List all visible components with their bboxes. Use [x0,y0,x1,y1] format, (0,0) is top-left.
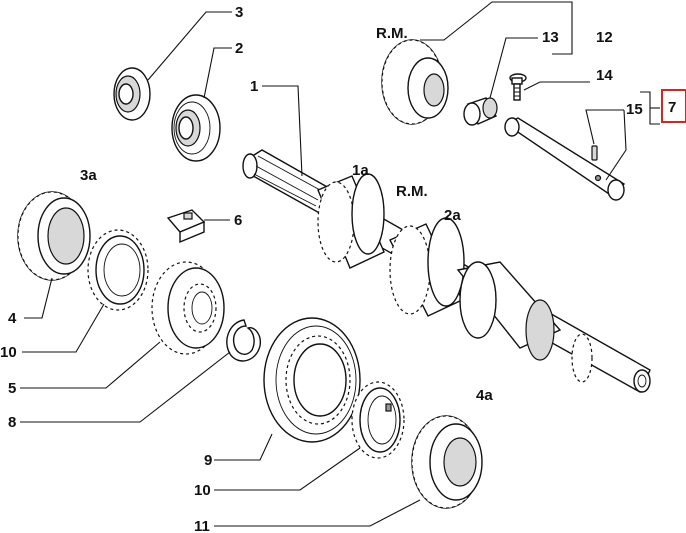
synchro-ring-10-lower [351,381,405,459]
label-9: 9 [204,452,212,469]
bearing-3 [113,67,151,121]
detent-key-6 [166,209,206,244]
label-14: 14 [596,67,613,84]
label-8: 8 [8,414,16,431]
label-7: 7 [668,99,676,116]
label-3: 3 [235,4,243,21]
bushing-13 [463,97,498,126]
label-10-upper: 10 [0,344,17,361]
highlight-box-7 [661,89,686,123]
leader-lines [20,1,660,527]
part-labels: 3 2 1 3a 1a R.M. 2a 6 4 10 5 8 9 10 11 4… [0,4,676,533]
bearing-2 [171,94,221,162]
label-4: 4 [8,310,17,327]
reverse-shaft-7 [504,117,626,201]
gear-4 [17,191,91,281]
label-6: 6 [234,212,242,229]
label-4a: 4a [476,387,493,404]
label-2: 2 [235,40,243,57]
circlip-8 [226,319,262,362]
reverse-gear [381,39,449,125]
synchro-ring-10-upper [87,229,149,311]
label-rm-top: R.M. [376,25,408,42]
gear-11 [411,415,483,509]
pin-15 [591,145,598,161]
label-2a: 2a [444,207,461,224]
main-shaft [242,149,651,393]
label-1: 1 [250,78,258,95]
label-13: 13 [542,29,559,46]
label-1a: 1a [352,162,369,179]
label-12: 12 [596,29,613,46]
label-3a: 3a [80,167,97,184]
label-11: 11 [194,518,210,533]
label-5: 5 [8,380,16,397]
synchro-sleeve-9 [263,317,361,443]
bolt-14 [509,73,527,101]
label-rm-middle: R.M. [396,183,428,200]
synchro-hub-5 [151,261,225,355]
label-10-lower: 10 [194,482,211,499]
label-15: 15 [626,101,643,118]
